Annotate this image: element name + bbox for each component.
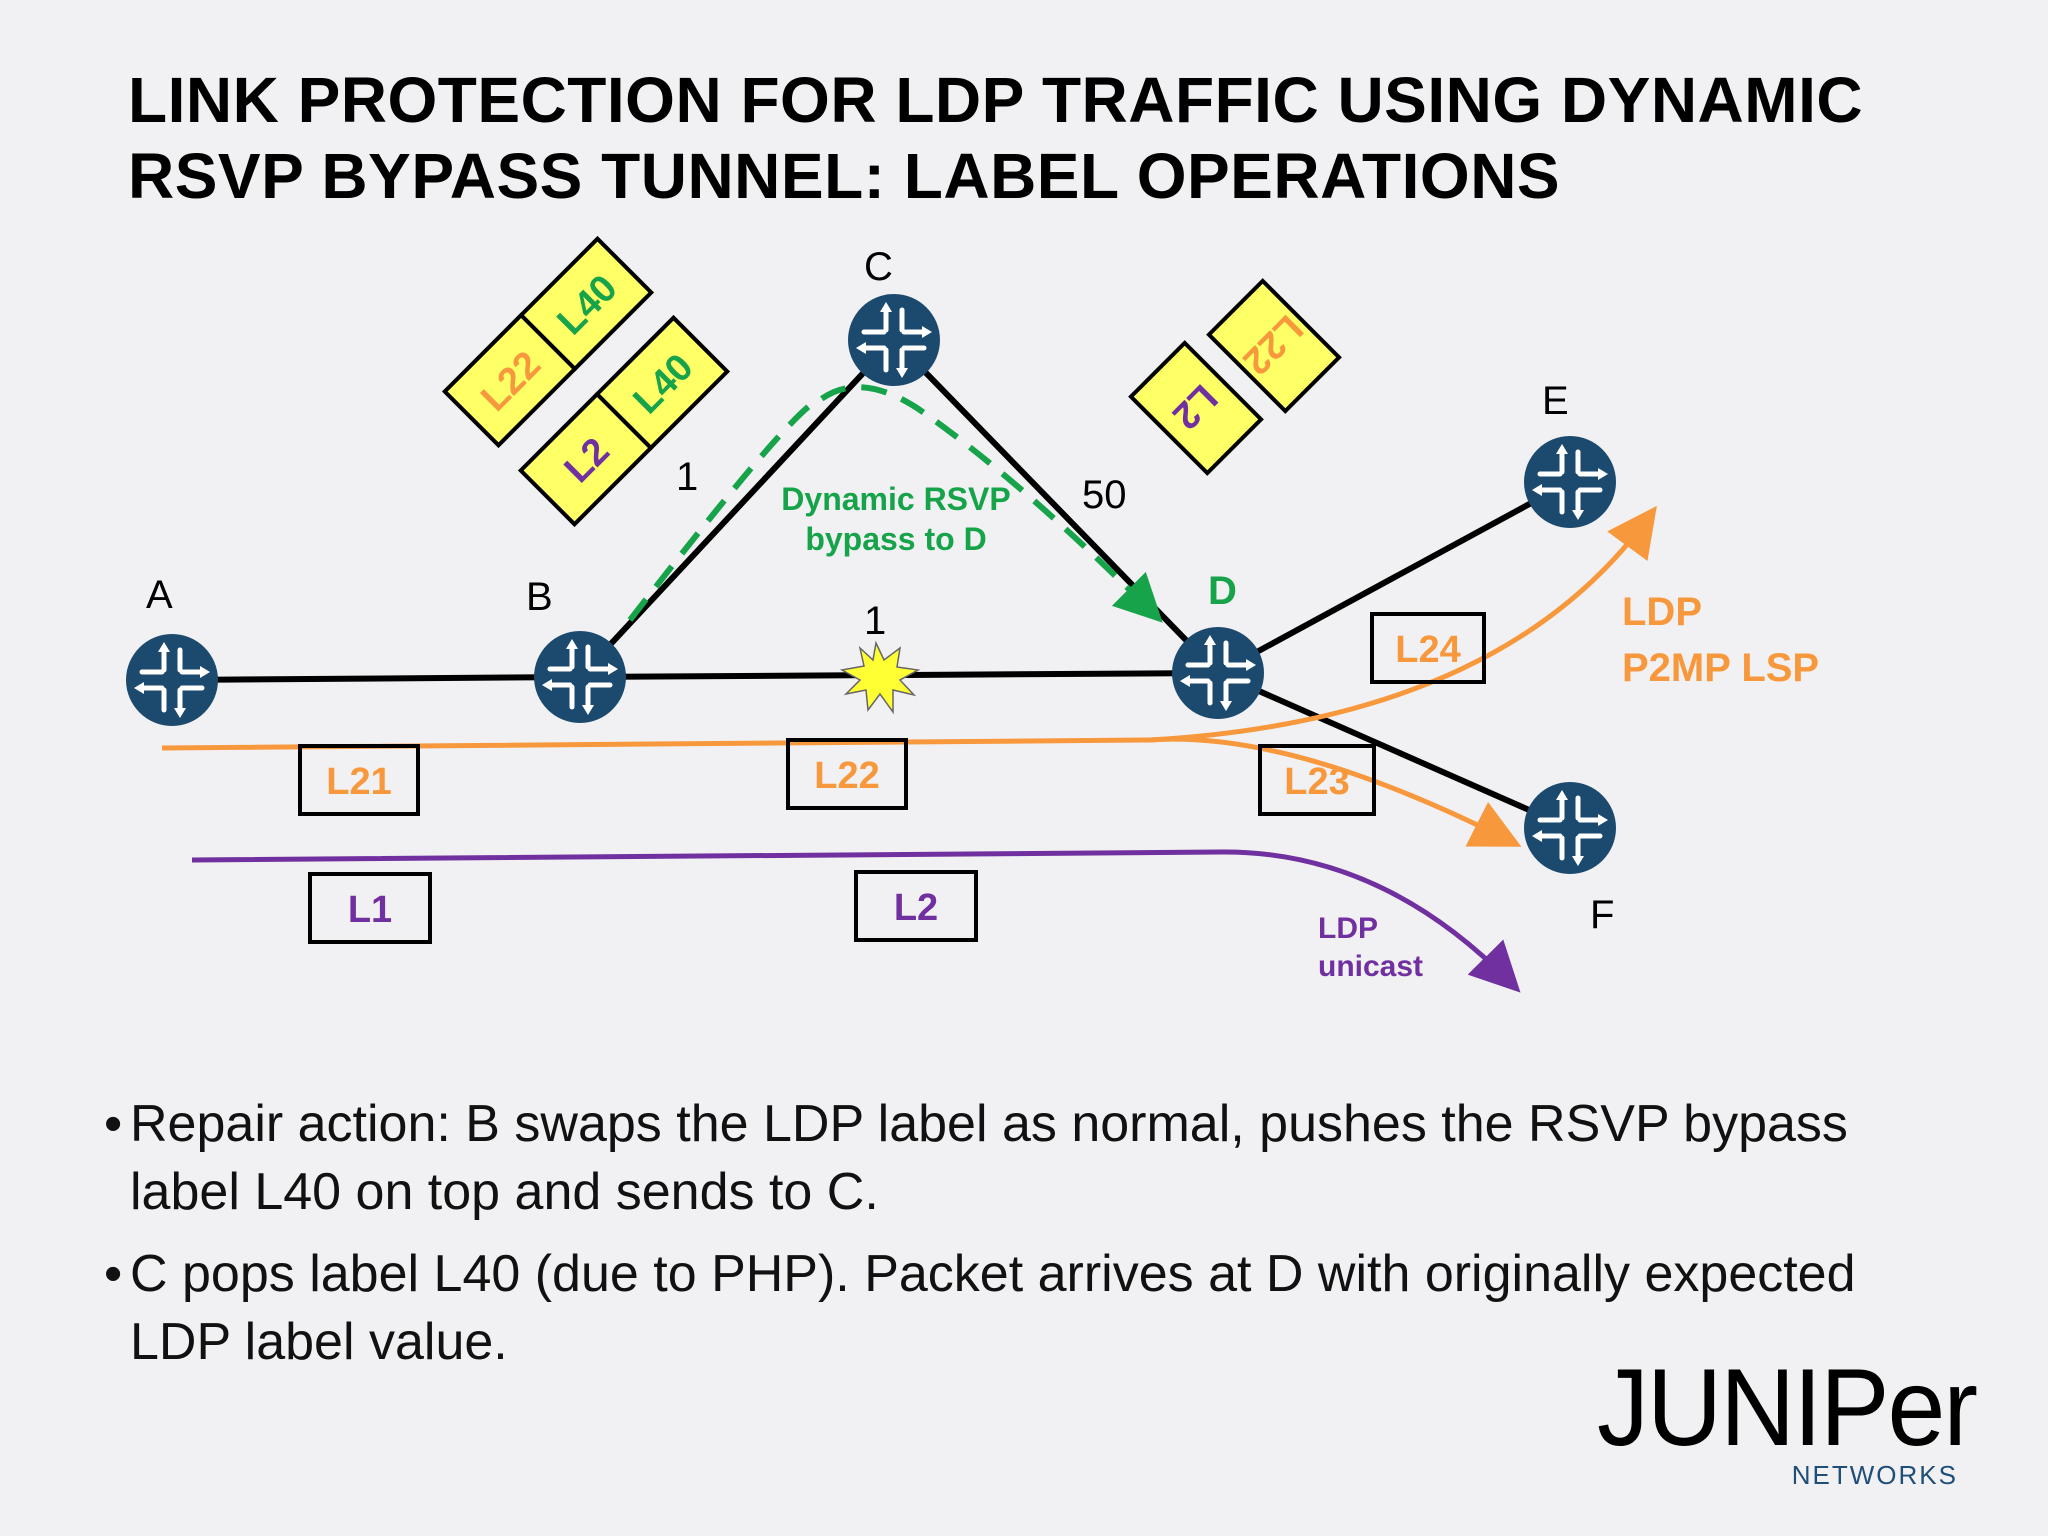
label-l1-text: L1: [348, 889, 392, 931]
label-stack-bc-top: L22 L40: [441, 235, 655, 449]
node-d-label: D: [1208, 569, 1237, 613]
label-box-l24: L24: [1370, 612, 1486, 684]
router-e-icon[interactable]: [1524, 436, 1616, 528]
label-stack-cd-bottom: L2: [1128, 340, 1264, 476]
metric-c-d: 50: [1082, 473, 1127, 517]
node-c-label: C: [864, 245, 893, 289]
node-b-label: B: [526, 575, 553, 619]
router-a-icon[interactable]: [126, 634, 218, 726]
router-b-icon[interactable]: [534, 631, 626, 723]
bullet-list: • Repair action: B swaps the LDP label a…: [104, 1090, 1964, 1390]
bullet-text: C pops label L40 (due to PHP). Packet ar…: [130, 1245, 1856, 1371]
label-box-l1: L1: [308, 872, 432, 944]
label-box-l21: L21: [298, 744, 420, 816]
title-line-2: RSVP BYPASS TUNNEL: LABEL OPERATIONS: [128, 140, 1561, 212]
node-a-label: A: [146, 573, 173, 617]
juniper-logo: JUNIPer NETWORKS: [1597, 1347, 2000, 1490]
metric-b-c: 1: [676, 455, 698, 499]
label-box-l22: L22: [786, 738, 908, 810]
router-d-icon[interactable]: [1172, 627, 1264, 719]
bypass-label-line-2: bypass to D: [805, 521, 986, 557]
label-box-l2: L2: [854, 870, 978, 942]
legend-p2mp-line-2: P2MP LSP: [1622, 646, 1819, 690]
label-l24-text: L24: [1395, 629, 1460, 671]
label-l22-text: L22: [814, 755, 879, 797]
legend-unicast-line-1: LDP: [1318, 912, 1378, 945]
title-line-1: LINK PROTECTION FOR LDP TRAFFIC USING DY…: [128, 64, 1864, 136]
logo-subtitle: NETWORKS: [1791, 1460, 1958, 1490]
bullet-text: Repair action: B swaps the LDP label as …: [130, 1095, 1848, 1221]
label-l2-text: L2: [894, 887, 938, 929]
link-d-e: [1216, 479, 1572, 676]
label-box-l23: L23: [1258, 744, 1376, 816]
legend-p2mp-line-1: LDP: [1622, 590, 1702, 634]
bullet-item: • Repair action: B swaps the LDP label a…: [104, 1090, 1964, 1226]
ldp-p2mp-path-e: [161, 505, 1657, 751]
router-f-icon[interactable]: [1524, 782, 1616, 874]
ldp-unicast-path: [191, 849, 1521, 993]
bullet-marker: •: [104, 1095, 123, 1153]
label-l21-text: L21: [326, 761, 391, 803]
router-c-icon[interactable]: [848, 294, 940, 386]
node-f-label: F: [1590, 893, 1614, 937]
link-a-b: [171, 674, 581, 683]
link-c-d: [891, 337, 1221, 676]
bypass-label-line-1: Dynamic RSVP: [781, 481, 1010, 517]
link-failure-icon: [839, 640, 921, 715]
label-stack-cd-top: L22: [1206, 278, 1342, 414]
rsvp-bypass-path: [627, 384, 1163, 623]
logo-wordmark: JUNIPer: [1597, 1347, 1978, 1469]
ldp-p2mp-path-f: [1149, 736, 1522, 847]
metric-b-d: 1: [864, 599, 886, 643]
label-l23-text: L23: [1284, 761, 1349, 803]
bullet-item: • C pops label L40 (due to PHP). Packet …: [104, 1240, 1964, 1376]
legend-unicast-line-2: unicast: [1318, 950, 1423, 983]
node-e-label: E: [1542, 379, 1569, 423]
bullet-marker: •: [104, 1245, 123, 1303]
slide-title: LINK PROTECTION FOR LDP TRAFFIC USING DY…: [128, 62, 1863, 214]
label-stack-bc-bottom: L2 L40: [517, 314, 731, 528]
